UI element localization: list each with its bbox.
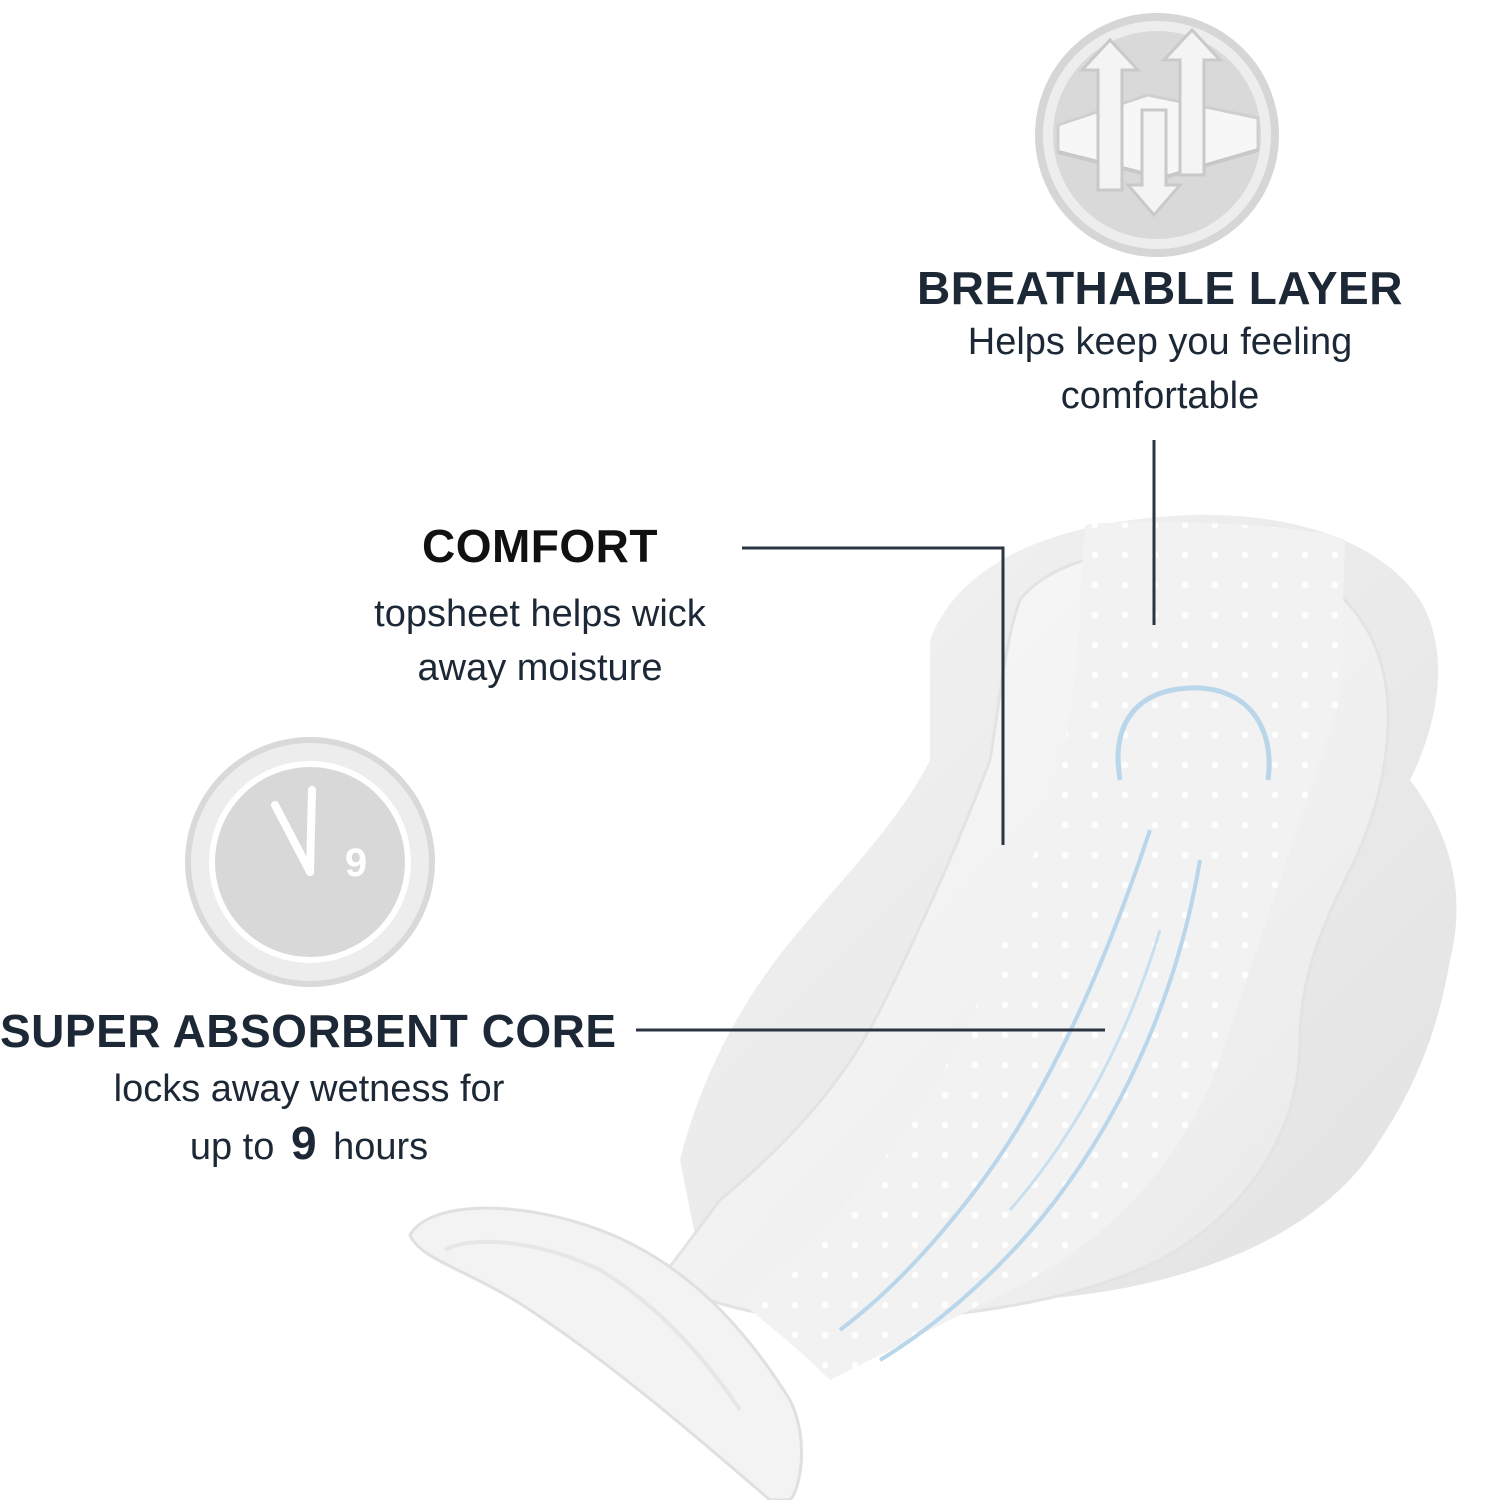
- clock-digit: 9: [345, 841, 367, 885]
- comfort-leader-line: [742, 546, 1005, 845]
- breathable-layer-line1: Helps keep you feeling: [967, 320, 1353, 363]
- comfort-line2: away moisture: [417, 646, 663, 689]
- clock-9-hours-icon: 9: [185, 737, 435, 987]
- breathable-layer-line2: comfortable: [1060, 374, 1260, 417]
- super-absorbent-core-line1-text: locks away wetness for: [113, 1067, 505, 1110]
- super-absorbent-core-label: SUPER ABSORBENT CORE locks away wetness …: [0, 1005, 626, 1174]
- breathable-layer-title: BREATHABLE LAYER: [917, 262, 1403, 314]
- comfort-label: COMFORT topsheet helps wick away moistur…: [300, 520, 780, 695]
- breathable-layer-arrows-icon: [1035, 13, 1279, 257]
- super-absorbent-core-line2: up to 9 hours: [0, 1116, 626, 1174]
- leader-lines: [636, 440, 1156, 1032]
- up-to-text: up to: [189, 1125, 275, 1168]
- pad-illustration: [408, 514, 1457, 1500]
- super-absorbent-core-line1: locks away wetness for: [0, 1062, 626, 1116]
- comfort-title: COMFORT: [421, 520, 658, 572]
- hours-text: hours: [333, 1125, 429, 1168]
- comfort-line1: topsheet helps wick: [374, 592, 706, 635]
- hours-number: 9: [290, 1116, 317, 1169]
- super-absorbent-core-title: SUPER ABSORBENT CORE: [0, 1005, 617, 1057]
- breathable-layer-label: BREATHABLE LAYER Helps keep you feeling …: [880, 262, 1440, 423]
